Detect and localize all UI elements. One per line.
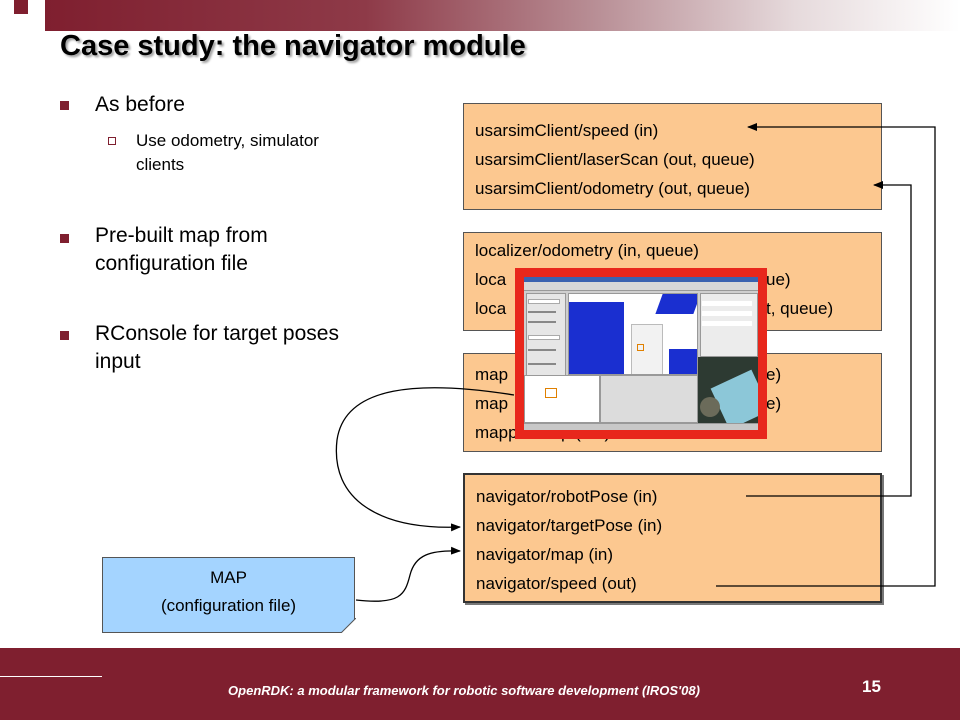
left-decor-strip bbox=[0, 0, 102, 720]
sub-bullet-marker bbox=[108, 137, 116, 145]
bullet-1: As before bbox=[95, 93, 185, 116]
map-note-title: MAP bbox=[210, 568, 247, 587]
port-targetpose-in: navigator/targetPose (in) bbox=[476, 516, 663, 535]
port-localizer-3-tail: t, queue) bbox=[766, 299, 834, 318]
footer-divider bbox=[0, 676, 102, 677]
bullet-3-line1: RConsole for target poses bbox=[95, 322, 339, 345]
port-localizer-2: loca bbox=[475, 270, 507, 289]
bullet-marker bbox=[60, 234, 69, 243]
map-config-note: MAP (configuration file) bbox=[102, 557, 356, 633]
port-speed-in: usarsimClient/speed (in) bbox=[475, 121, 659, 140]
bullet-marker bbox=[60, 101, 69, 110]
port-robotpose-in: navigator/robotPose (in) bbox=[476, 487, 658, 506]
port-map-in: navigator/map (in) bbox=[476, 545, 614, 564]
bullet-2-line2: configuration file bbox=[95, 252, 248, 275]
bullet-2-line1: Pre-built map from bbox=[95, 224, 268, 247]
footer-citation: OpenRDK: a modular framework for robotic… bbox=[228, 683, 700, 698]
navigator-box: navigator/robotPose (in) navigator/targe… bbox=[463, 473, 882, 603]
sub-bullet-1-line2: clients bbox=[136, 155, 185, 174]
sub-bullet-1-line1: Use odometry, simulator bbox=[136, 131, 319, 150]
port-localizer-odometry: localizer/odometry (in, queue) bbox=[475, 241, 699, 260]
port-mapper-2-tail: e) bbox=[766, 394, 782, 413]
top-decor-square bbox=[14, 0, 28, 14]
port-mapper-1-tail: e) bbox=[766, 365, 782, 384]
port-mapper-2: map bbox=[475, 394, 509, 413]
port-speed-out: navigator/speed (out) bbox=[476, 574, 637, 593]
rconsole-screenshot bbox=[515, 268, 767, 439]
top-decor-bar bbox=[45, 0, 960, 31]
port-mapper-1: map bbox=[475, 365, 509, 384]
folded-corner-icon bbox=[341, 618, 356, 633]
usarsim-client-box: usarsimClient/speed (in) usarsimClient/l… bbox=[463, 103, 882, 210]
port-localizer-2-tail: ue) bbox=[766, 270, 791, 289]
map-note-subtitle: (configuration file) bbox=[160, 596, 297, 615]
port-odometry-out: usarsimClient/odometry (out, queue) bbox=[475, 179, 750, 198]
footer-bar bbox=[102, 648, 960, 720]
port-localizer-3: loca bbox=[475, 299, 507, 318]
bullet-marker bbox=[60, 331, 69, 340]
bullet-3-line2: input bbox=[95, 350, 141, 373]
port-laserscan-out: usarsimClient/laserScan (out, queue) bbox=[475, 150, 755, 169]
page-number: 15 bbox=[862, 677, 881, 696]
slide-title: Case study: the navigator module bbox=[60, 30, 526, 62]
